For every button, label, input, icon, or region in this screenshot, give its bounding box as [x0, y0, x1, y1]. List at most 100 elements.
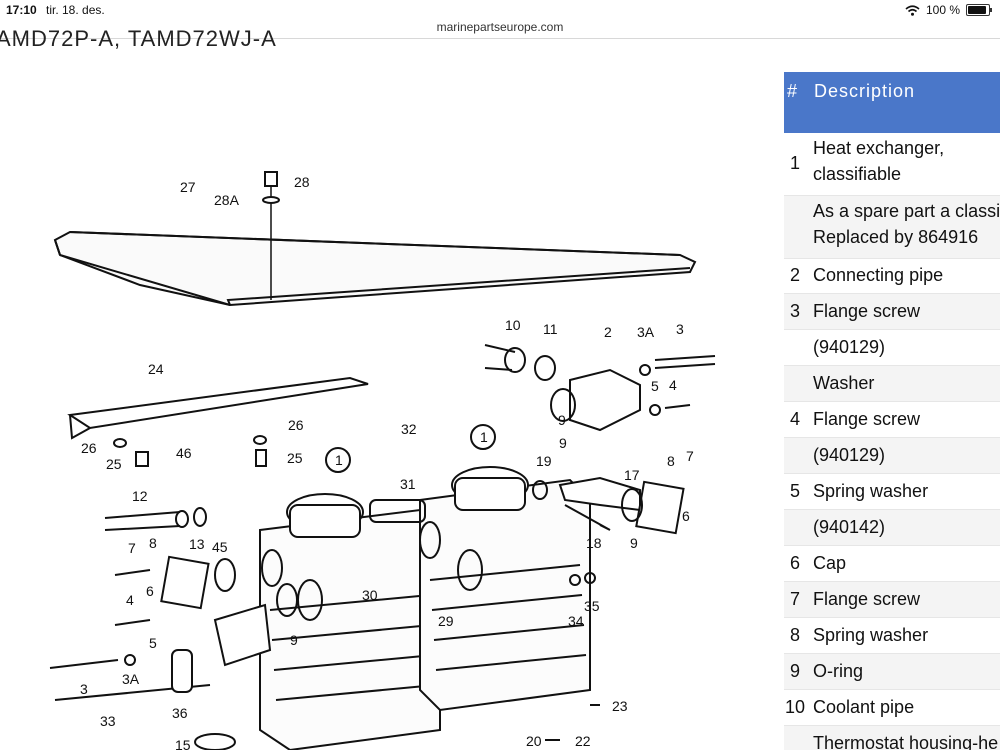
part-description: (940129): [813, 444, 886, 465]
part-number: 9: [789, 660, 800, 681]
part-number: 10: [784, 696, 806, 717]
callout-label: 12: [132, 488, 148, 504]
callout-label: 32: [401, 421, 417, 437]
part-number: 5: [789, 480, 800, 501]
part-description: (940129): [813, 336, 886, 357]
battery-fill: [968, 6, 986, 14]
table-row[interactable]: 10 Coolant pipe: [784, 690, 1000, 726]
part-description: Spring washer: [813, 624, 929, 645]
callout-label: 1: [480, 429, 488, 445]
status-date: tir. 18. des.: [46, 3, 105, 17]
toolbar-divider: [0, 38, 1000, 39]
callout-label: 7: [686, 448, 694, 464]
callout-label: 22: [575, 733, 591, 749]
callout-label: 29: [438, 613, 454, 629]
table-row[interactable]: 7 Flange screw: [784, 582, 1000, 618]
part-description: Connecting pipe: [813, 265, 944, 285]
table-row[interactable]: 4 Flange screw: [784, 402, 1000, 438]
callout-label: 45: [212, 539, 228, 555]
page-title: AMD72P-A, TAMD72WJ-A: [0, 26, 277, 51]
part-description: Thermostat housing-he: [813, 732, 999, 750]
table-row[interactable]: 9 O-ring: [784, 654, 1000, 690]
callout-label: 9: [558, 412, 566, 428]
part-description: (940142): [813, 516, 886, 537]
callout-label: 28A: [214, 192, 240, 208]
callout-label: 28: [294, 174, 310, 190]
status-time: 17:10: [6, 3, 37, 17]
table-row[interactable]: (940129): [784, 330, 1000, 366]
address-bar[interactable]: marinepartseurope.com: [436, 20, 564, 34]
part-description: O-ring: [813, 660, 864, 681]
table-row[interactable]: Thermostat housing-he: [784, 726, 1000, 750]
callout-label: 31: [400, 476, 416, 492]
part-number: 6: [789, 552, 800, 573]
callout-label: 6: [146, 583, 154, 599]
table-row[interactable]: 8 Spring washer: [784, 618, 1000, 654]
table-row[interactable]: (940142): [784, 510, 1000, 546]
part-number: 2: [789, 265, 800, 285]
callout-label: 8: [149, 535, 157, 551]
part-number: 8: [789, 624, 800, 645]
battery-percent: 100 %: [925, 3, 960, 17]
callout-label: 35: [584, 598, 600, 614]
part-description: Spring washer: [813, 480, 929, 501]
status-right: 100 %: [905, 3, 992, 17]
callout-label: 9: [290, 632, 298, 648]
callout-label: 19: [536, 453, 552, 469]
callout-label: 15: [175, 737, 191, 750]
part-description: Heat exchanger,: [813, 138, 945, 158]
part-description: Flange screw: [813, 408, 921, 429]
part-number: 1: [789, 153, 800, 173]
callout-label: 3A: [637, 324, 655, 340]
header-number: #: [787, 81, 798, 101]
battery-icon: [966, 4, 992, 16]
callout-label: 20: [526, 733, 542, 749]
callout-label: 5: [651, 378, 659, 394]
callout-label: 27: [180, 179, 196, 195]
part-description: Cap: [813, 552, 847, 573]
callout-label: 26: [81, 440, 97, 456]
callout-label: 3: [80, 681, 88, 697]
part-description: Coolant pipe: [813, 696, 915, 717]
part-number: 4: [789, 408, 800, 429]
part-description: Flange screw: [813, 588, 921, 609]
part-description: Washer: [813, 372, 875, 393]
callout-label: 46: [176, 445, 192, 461]
callout-label: 7: [128, 540, 136, 556]
callout-label: 3: [676, 321, 684, 337]
callout-label: 25: [106, 456, 122, 472]
callout-label: 4: [126, 592, 134, 608]
callout-label: 36: [172, 705, 188, 721]
callout-label: 6: [682, 508, 690, 524]
part-description: As a spare part a classi: [813, 201, 1000, 221]
callout-label: 33: [100, 713, 116, 729]
callout-label: 3A: [122, 671, 140, 687]
callout-label: 25: [287, 450, 303, 466]
table-row[interactable]: (940129): [784, 438, 1000, 474]
callout-label: 26: [288, 417, 304, 433]
table-row[interactable]: Washer: [784, 366, 1000, 402]
callout-label: 30: [362, 587, 378, 603]
callout-label: 8: [667, 453, 675, 469]
table-row[interactable]: 5 Spring washer: [784, 474, 1000, 510]
callout-label: 23: [612, 698, 628, 714]
callout-label: 13: [189, 536, 205, 552]
callout-label: 18: [586, 535, 602, 551]
callout-label: 1: [335, 452, 343, 468]
wifi-icon: [905, 4, 920, 16]
callout-label: 17: [624, 467, 640, 483]
part-number: 7: [789, 588, 800, 609]
part-description: Replaced by 864916: [813, 227, 979, 247]
callout-label: 5: [149, 635, 157, 651]
table-row[interactable]: 2 Connecting pipe: [784, 259, 1000, 294]
status-bar: 17:10 tir. 18. des. 100 %: [0, 0, 1000, 20]
table-row[interactable]: 6 Cap: [784, 546, 1000, 582]
callout-label: 10: [505, 317, 521, 333]
part-description: Flange screw: [813, 300, 921, 321]
callout-label: 4: [669, 377, 677, 393]
